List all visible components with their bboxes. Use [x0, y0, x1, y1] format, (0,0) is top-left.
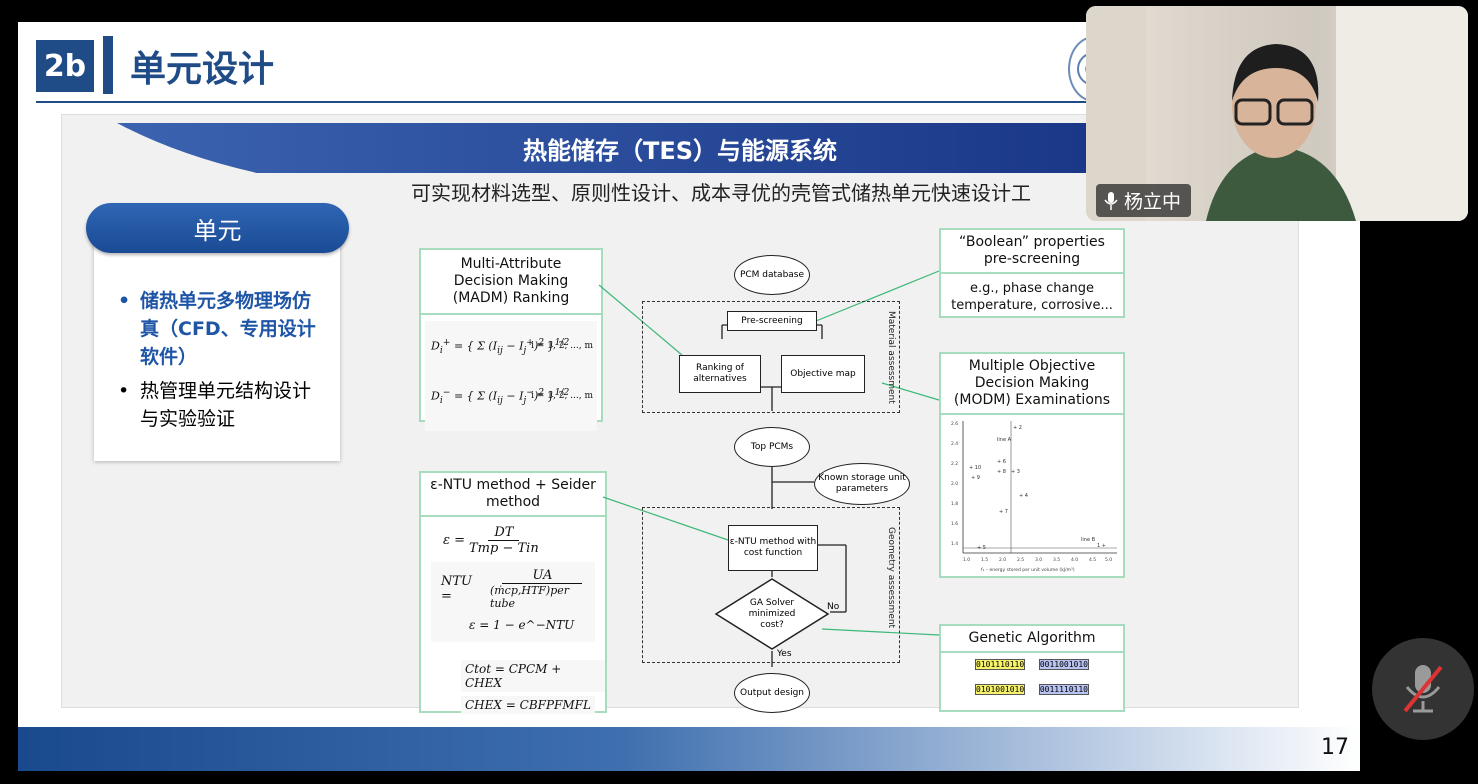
- modm-box: Multiple Objective Decision Making (MODM…: [939, 352, 1125, 578]
- svg-text:3.0: 3.0: [1035, 557, 1042, 563]
- svg-text:2.5: 2.5: [1017, 557, 1024, 563]
- flow-ga-decision: [714, 578, 830, 650]
- unit-pill: 单元: [86, 203, 349, 253]
- svg-text:+ 4: + 4: [1019, 493, 1028, 499]
- banner-subtitle: 可实现材料选型、原则性设计、成本寻优的壳管式储热单元快速设计工: [411, 181, 1031, 205]
- mute-button[interactable]: [1372, 638, 1474, 740]
- participant-name-tag: 杨立中: [1096, 184, 1192, 217]
- svg-text:4.0: 4.0: [1071, 557, 1078, 563]
- flow-yes-label: Yes: [777, 649, 792, 659]
- geometry-assessment-frame: [642, 507, 900, 663]
- entu-title: ε-NTU method + Seider method: [421, 473, 605, 517]
- svg-text:2.2: 2.2: [951, 461, 958, 467]
- svg-text:2.0: 2.0: [999, 557, 1006, 563]
- madm-title: Multi-Attribute Decision Making (MADM) R…: [421, 250, 601, 315]
- svg-text:+ 8: + 8: [997, 469, 1006, 475]
- svg-text:+ 6: + 6: [997, 459, 1006, 465]
- svg-text:2.0: 2.0: [951, 481, 958, 487]
- title-ribbon: [117, 123, 1277, 173]
- ga-title: Genetic Algorithm: [941, 626, 1123, 653]
- flow-pcm-database: PCM database: [734, 255, 810, 295]
- header-divider: [103, 36, 113, 94]
- flow-top-pcms: Top PCMs: [734, 427, 810, 467]
- modm-line-b-label: line B: [1081, 537, 1096, 543]
- svg-text:1.4: 1.4: [951, 541, 958, 547]
- unit-item-thermal-management: 热管理单元结构设计与实验验证: [118, 377, 324, 433]
- flow-prescreening: Pre-screening: [727, 311, 817, 331]
- svg-text:+ 10: + 10: [969, 465, 981, 471]
- svg-text:4.5: 4.5: [1089, 557, 1096, 563]
- microphone-icon: [1104, 191, 1118, 210]
- boolean-title: “Boolean” properties pre-screening: [941, 230, 1123, 274]
- banner-title: 热能储存（TES）与能源系统: [522, 137, 838, 165]
- svg-text:+ 2: + 2: [1013, 425, 1022, 431]
- ga-box: Genetic Algorithm 0101110110 0011001010 …: [939, 624, 1125, 712]
- modm-scatter-plot: line A line B + 2 + 3 + 4 + 6 + 8 + 10 + 9 + …: [951, 421, 1117, 573]
- svg-text:1.8: 1.8: [951, 501, 958, 507]
- flow-ga-label: GA Solver minimized cost?: [748, 598, 796, 630]
- ga-row2a: 0101001010: [975, 684, 1026, 695]
- madm-eq2-range: i = 1, 2, ..., m: [531, 391, 593, 401]
- flow-objective-map: Objective map: [781, 355, 865, 393]
- madm-eq1-range: i = 1, 2, ..., m: [531, 341, 593, 351]
- unit-card: 储热单元多物理场仿真（CFD、专用设计软件） 热管理单元结构设计与实验验证: [94, 243, 340, 461]
- flow-output-design: Output design: [734, 673, 810, 713]
- svg-text:2.4: 2.4: [951, 441, 958, 447]
- geometry-assessment-label: Geometry assessment: [886, 527, 896, 629]
- svg-text:3.5: 3.5: [1053, 557, 1060, 563]
- svg-text:1.6: 1.6: [951, 521, 958, 527]
- section-badge: 2b: [36, 40, 94, 92]
- entu-eq-ctot: Ctot = CPCM + CHEX: [461, 660, 605, 692]
- ga-row1a: 0101110110: [975, 659, 1026, 670]
- material-assessment-label: Material assessment: [886, 311, 896, 404]
- svg-text:+ 9: + 9: [971, 475, 980, 481]
- svg-text:1.0: 1.0: [963, 557, 970, 563]
- flow-no-label: No: [827, 602, 840, 612]
- madm-equations: Di+ = { Σ (Iij − Ij+)2 }1/2 i = 1, 2, ..…: [425, 321, 597, 431]
- flow-entu-cost: ε-NTU method with cost function: [728, 525, 818, 571]
- boolean-box: “Boolean” properties pre-screening e.g.,…: [939, 228, 1125, 318]
- entu-eq-ntu-panel: NTU = UA(ṁcp,HTF)per tube ε = 1 − e^−NTU: [431, 562, 595, 642]
- slide-title: 单元设计: [130, 49, 275, 90]
- flow-ranking: Ranking of alternatives: [679, 355, 761, 393]
- ga-row1b: 0011001010: [1038, 659, 1089, 670]
- svg-text:5.0: 5.0: [1105, 557, 1112, 563]
- material-assessment-frame: [642, 301, 900, 413]
- svg-text:2.6: 2.6: [951, 421, 958, 427]
- boolean-body: e.g., phase change temperature, corrosiv…: [951, 281, 1113, 313]
- modm-line-a-label: line A: [997, 437, 1012, 443]
- svg-text:f₁ – energy stored per unit vo: f₁ – energy stored per unit volume (kJ/m…: [981, 567, 1075, 573]
- madm-box: Multi-Attribute Decision Making (MADM) R…: [419, 248, 603, 431]
- svg-text:1 +: 1 +: [1097, 543, 1106, 549]
- unit-item-simulation: 储热单元多物理场仿真（CFD、专用设计软件）: [118, 287, 324, 371]
- page-number: 17: [1321, 735, 1349, 760]
- entu-eq-chex: CHEX = CBFPFMFL: [461, 696, 595, 714]
- mic-muted-icon: [1403, 665, 1443, 713]
- footer-bar: [18, 727, 1360, 771]
- ga-row2b: 0011110110: [1038, 684, 1089, 695]
- video-tile[interactable]: 杨立中: [1086, 6, 1468, 221]
- modm-title: Multiple Objective Decision Making (MODM…: [941, 354, 1123, 415]
- svg-text:+ 3: + 3: [1011, 469, 1020, 475]
- svg-text:1.5: 1.5: [981, 557, 988, 563]
- flow-known-params: Known storage unit parameters: [814, 463, 910, 505]
- svg-text:+ 7: + 7: [999, 509, 1008, 515]
- participant-name: 杨立中: [1124, 191, 1182, 213]
- header-rule: [36, 101, 1360, 103]
- svg-text:+ 5: + 5: [977, 545, 986, 551]
